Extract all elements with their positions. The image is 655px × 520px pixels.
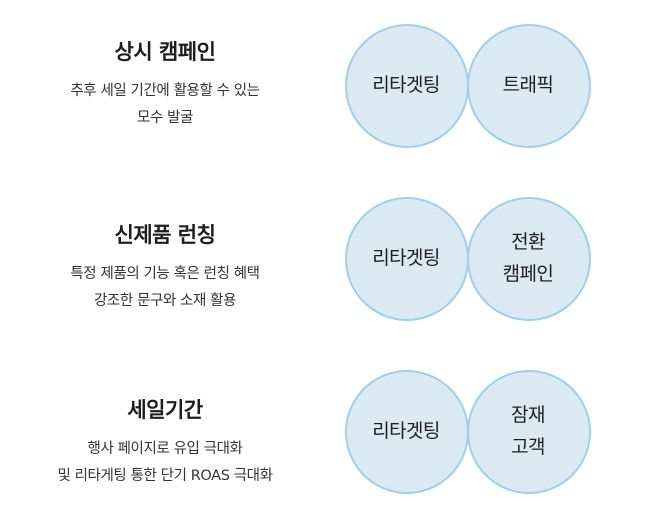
row-text: 상시 캠페인 추후 세일 기간에 활용할 수 있는 모수 발굴 (0, 36, 330, 132)
venn-label-left: 리타겟팅 (372, 420, 440, 442)
venn-label-right: 트래픽 (502, 74, 554, 96)
venn-label-right: 잠재 고객 (511, 404, 545, 458)
description-line: 추후 세일 기간에 활용할 수 있는 (70, 83, 260, 99)
row-text: 세일기간 행사 페이지로 유입 극대화 및 리타게팅 통한 단기 ROAS 극대… (0, 394, 330, 490)
venn-circle-right (467, 370, 591, 494)
description-line: 및 리타게팅 통한 단기 ROAS 극대화 (57, 468, 273, 484)
row-title: 상시 캠페인 (114, 40, 216, 64)
venn-label-left: 리타겟팅 (372, 74, 440, 96)
row-description: 특정 제품의 기능 혹은 런칭 혜택 강조한 문구와 소재 활용 (0, 261, 330, 315)
row-title: 신제품 런칭 (114, 223, 216, 247)
venn-circle-left (345, 24, 469, 148)
venn-label-left: 리타겟팅 (372, 247, 440, 269)
description-line: 행사 페이지로 유입 극대화 (87, 441, 243, 457)
venn-diagram: 리타겟팅 잠재 고객 (345, 370, 615, 494)
venn-circle-left (345, 370, 469, 494)
description-line: 강조한 문구와 소재 활용 (93, 293, 237, 309)
venn-circle-left (345, 197, 469, 321)
description-line: 모수 발굴 (137, 110, 193, 126)
venn-label-right: 전환 캠페인 (502, 231, 554, 285)
row-description: 추후 세일 기간에 활용할 수 있는 모수 발굴 (0, 78, 330, 132)
venn-diagram: 리타겟팅 전환 캠페인 (345, 197, 615, 321)
description-line: 특정 제품의 기능 혹은 런칭 혜택 (70, 266, 260, 282)
venn-circle-right (467, 24, 591, 148)
row-title: 세일기간 (127, 398, 203, 422)
row-text: 신제품 런칭 특정 제품의 기능 혹은 런칭 혜택 강조한 문구와 소재 활용 (0, 219, 330, 315)
row-description: 행사 페이지로 유입 극대화 및 리타게팅 통한 단기 ROAS 극대화 (0, 436, 330, 490)
venn-diagram: 리타겟팅 트래픽 (345, 24, 615, 148)
